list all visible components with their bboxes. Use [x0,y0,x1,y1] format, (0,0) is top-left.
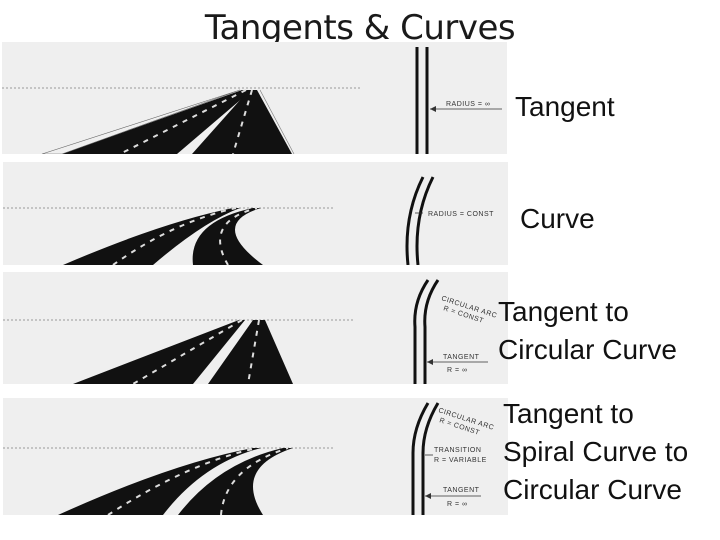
curve-road-drawing: RADIUS = CONST [3,176,494,265]
tangent-road-panel: RADIUS = ∞ [2,42,507,154]
spiral-tangent-note: TANGENT [443,487,480,494]
curve-radius-note: RADIUS = CONST [428,211,494,218]
tangent-section-note: TANGENT [443,354,480,361]
tangent-road-drawing: RADIUS = ∞ [2,47,502,154]
tangent-radius-note: RADIUS = ∞ [446,101,490,108]
tangent-circular-road-drawing: CIRCULAR ARC R = CONST TANGENT R = ∞ [3,279,498,384]
transition-radius-note: R = VARIABLE [434,457,487,464]
spiral-road-panel: CIRCULAR ARC R = CONST TRANSITION R = VA… [3,398,508,515]
spiral-curve-label: Tangent to Spiral Curve to Circular Curv… [503,398,689,505]
tangent-label: Tangent [515,91,615,122]
spiral-road-drawing: CIRCULAR ARC R = CONST TRANSITION R = VA… [3,402,495,515]
curve-label: Curve [520,203,595,234]
tangent-radius-note: R = ∞ [447,367,468,374]
curve-road-panel: RADIUS = CONST [3,162,508,265]
transition-note: TRANSITION [434,447,481,454]
tangent-circular-label: Tangent to Circular Curve [498,296,677,365]
slide-title: Tangents & Curves [204,8,516,42]
spiral-tangent-radius-note: R = ∞ [447,501,468,508]
tangent-circular-road-panel: CIRCULAR ARC R = CONST TANGENT R = ∞ [3,272,508,384]
